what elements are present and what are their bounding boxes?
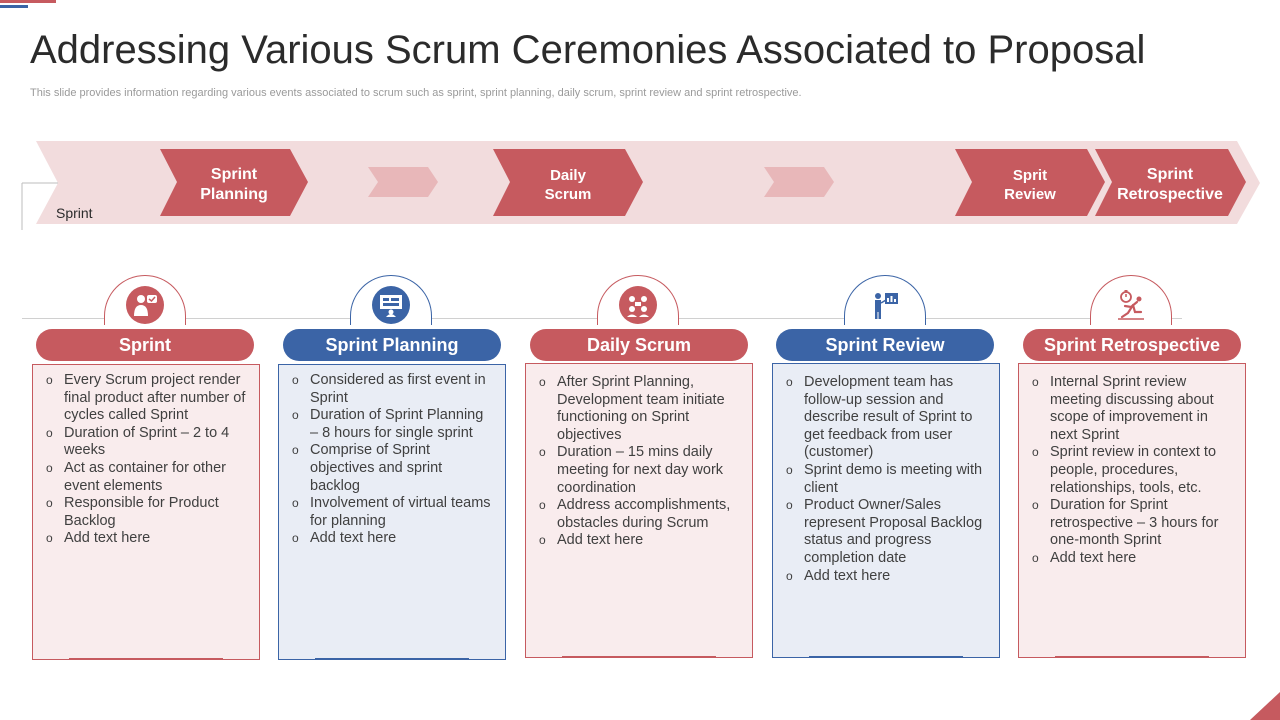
team-meeting-icon [619, 286, 657, 324]
bullet-item: Responsible for Product Backlog [45, 495, 249, 530]
bullet-item: Address accomplishments, obstacles durin… [538, 497, 742, 532]
corner-accent-red [0, 0, 56, 3]
flow-step-sprint-retrospective [1095, 149, 1246, 216]
ceremony-title-sprint-retrospective: Sprint Retrospective [1023, 329, 1241, 361]
bullet-item: Involvement of virtual teams for plannin… [291, 495, 495, 530]
sprint-review-icon-holder [844, 275, 926, 325]
bullet-item: Add text here [45, 530, 249, 548]
flow-step-sprint-review [955, 149, 1105, 216]
bullet-item: Duration of Sprint Planning – 8 hours fo… [291, 407, 495, 442]
flow-track-label: Sprint [56, 205, 93, 221]
daily-scrum-icon-holder [597, 275, 679, 325]
bullet-item: Add text here [785, 568, 989, 586]
corner-accent-bottom [1250, 692, 1280, 720]
bullet-item: Add text here [1031, 550, 1235, 568]
ceremony-card-sprint-review: Development team has follow-up session a… [772, 363, 1000, 658]
page-subtitle: This slide provides information regardin… [30, 87, 802, 99]
card-accent-line [69, 658, 223, 660]
sprint-flow-diagram: Sprint Planning Daily Scrum Sprit Review… [21, 141, 1260, 230]
card-accent-line [315, 658, 469, 660]
bullet-list: Internal Sprint review meeting discussin… [1031, 374, 1235, 568]
ceremony-title-daily-scrum: Daily Scrum [530, 329, 748, 361]
sprint-retrospective-icon-holder [1090, 275, 1172, 325]
flow-step-label: Sprit [1013, 167, 1047, 184]
presentation-icon [866, 286, 904, 324]
ceremony-title-sprint-review: Sprint Review [776, 329, 994, 361]
bullet-item: Sprint review in context to people, proc… [1031, 444, 1235, 497]
bullet-list: Development team has follow-up session a… [785, 374, 989, 585]
bullet-item: Act as container for other event element… [45, 460, 249, 495]
bullet-item: Duration of Sprint – 2 to 4 weeks [45, 425, 249, 460]
sprint-icon-holder [104, 275, 186, 325]
flow-step-label: Retrospective [1117, 186, 1223, 203]
ceremony-card-sprint: Every Scrum project render final product… [32, 364, 260, 660]
page-title: Addressing Various Scrum Ceremonies Asso… [30, 28, 1146, 72]
bullet-item: Development team has follow-up session a… [785, 374, 989, 462]
planning-board-icon [372, 286, 410, 324]
flow-step-daily-scrum [493, 149, 643, 216]
flow-connector-arrow [764, 167, 834, 197]
ceremony-card-sprint-planning: Considered as first event in Sprint Dura… [278, 364, 506, 660]
flow-step-label: Scrum [545, 186, 592, 203]
bullet-item: After Sprint Planning, Development team … [538, 374, 742, 444]
flow-connector-arrow [368, 167, 438, 197]
bullet-item: Add text here [291, 530, 495, 548]
bullet-item: Considered as first event in Sprint [291, 372, 495, 407]
flow-step-label: Review [1004, 186, 1056, 203]
ceremony-title-sprint: Sprint [36, 329, 254, 361]
bullet-item: Internal Sprint review meeting discussin… [1031, 374, 1235, 444]
card-accent-line [562, 656, 716, 658]
bullet-item: Duration for Sprint retrospective – 3 ho… [1031, 497, 1235, 550]
person-chat-icon [126, 286, 164, 324]
flow-step-label: Daily [550, 167, 587, 184]
bullet-item: Product Owner/Sales represent Proposal B… [785, 497, 989, 567]
flow-step-label: Planning [200, 186, 268, 203]
bullet-item: Sprint demo is meeting with client [785, 462, 989, 497]
ceremony-card-sprint-retrospective: Internal Sprint review meeting discussin… [1018, 363, 1246, 658]
flow-step-label: Sprint [211, 166, 258, 183]
bullet-item: Add text here [538, 532, 742, 550]
runner-stopwatch-icon [1112, 286, 1150, 324]
card-accent-line [1055, 656, 1209, 658]
ceremony-title-sprint-planning: Sprint Planning [283, 329, 501, 361]
sprint-planning-icon-holder [350, 275, 432, 325]
bullet-item: Every Scrum project render final product… [45, 372, 249, 425]
bullet-item: Comprise of Sprint objectives and sprint… [291, 442, 495, 495]
ceremony-card-daily-scrum: After Sprint Planning, Development team … [525, 363, 753, 658]
bullet-item: Duration – 15 mins daily meeting for nex… [538, 444, 742, 497]
bullet-list: Every Scrum project render final product… [45, 372, 249, 548]
flow-step-sprint-planning [160, 149, 308, 216]
flow-step-label: Sprint [1147, 166, 1194, 183]
flow-track [36, 141, 1260, 224]
bullet-list: After Sprint Planning, Development team … [538, 374, 742, 550]
bullet-list: Considered as first event in Sprint Dura… [291, 372, 495, 548]
corner-accent-blue [0, 5, 28, 8]
card-accent-line [809, 656, 963, 658]
